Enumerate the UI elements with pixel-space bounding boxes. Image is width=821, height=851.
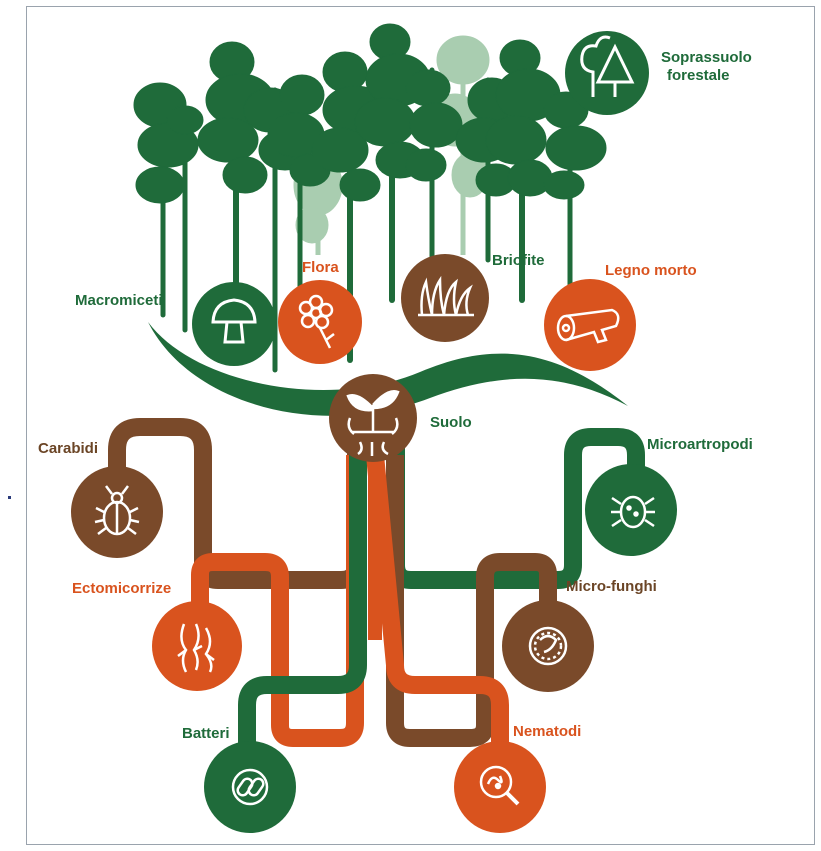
label-microartropodi: Microartropodi <box>647 436 753 453</box>
sprout-icon <box>346 390 400 456</box>
briofite-node <box>401 254 489 342</box>
flower-icon <box>298 294 335 349</box>
label-soprassuolo-line2: forestale <box>667 67 730 84</box>
nematodi-node <box>454 741 546 833</box>
ground-leaf-shape <box>148 322 628 416</box>
bacteria-icon <box>231 768 269 806</box>
side-dot <box>8 496 11 499</box>
label-legno-morto: Legno morto <box>605 262 697 279</box>
label-macromiceti: Macromiceti <box>75 292 163 309</box>
mushroom-icon <box>211 298 257 344</box>
label-batteri: Batteri <box>182 725 230 742</box>
label-suolo: Suolo <box>430 414 472 431</box>
carabidi-node <box>71 466 163 558</box>
legno-morto-node <box>544 279 636 371</box>
ectomicorrize-node <box>152 601 242 691</box>
label-briofite: Briofite <box>492 252 545 269</box>
batteri-node <box>204 741 296 833</box>
micro-funghi-node <box>502 600 594 692</box>
fungi-icon <box>528 626 568 666</box>
tree-icon <box>580 35 635 97</box>
label-ectomicorrize: Ectomicorrize <box>72 580 172 597</box>
suolo-node <box>329 374 417 462</box>
label-nematodi: Nematodi <box>513 723 582 740</box>
label-micro-funghi: Micro-funghi <box>566 578 657 595</box>
soprassuolo-node <box>565 31 649 115</box>
label-carabidi: Carabidi <box>38 440 99 457</box>
moss-icon <box>418 275 474 317</box>
macromiceti-node <box>192 282 276 366</box>
label-soprassuolo-line1: Soprassuolo <box>661 49 752 66</box>
mite-icon <box>611 495 655 529</box>
flora-node <box>278 280 362 364</box>
beetle-icon <box>94 485 140 536</box>
magnifier-icon <box>479 765 520 806</box>
pipe-network <box>108 418 645 755</box>
frame-border <box>26 6 815 845</box>
roots-icon <box>177 623 215 673</box>
label-flora: Flora <box>302 259 339 276</box>
log-icon <box>556 308 620 344</box>
microartropodi-node <box>585 464 677 556</box>
